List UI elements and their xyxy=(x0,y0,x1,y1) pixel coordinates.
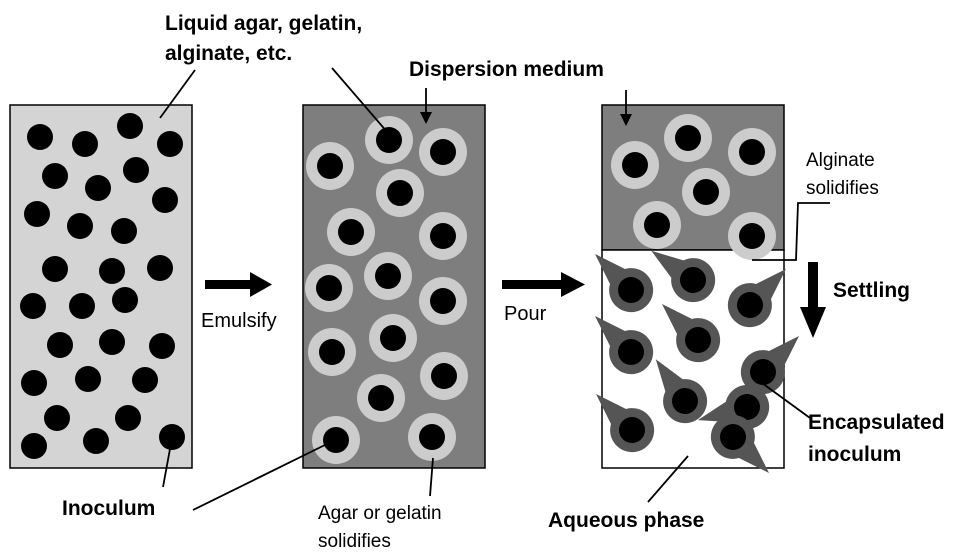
emulsify-arrow xyxy=(205,272,272,297)
agar-capsule xyxy=(419,277,467,325)
agar-label-line1: Agar or gelatin xyxy=(318,503,442,524)
inoculum-dot xyxy=(47,332,73,358)
liquid-label-line1: Liquid agar, gelatin, xyxy=(165,12,362,35)
inoculum-dot xyxy=(152,187,178,213)
alginate-label-line2: solidifies xyxy=(806,178,879,199)
inoculum-dot xyxy=(157,131,183,157)
agar-label-line2: solidifies xyxy=(318,531,391,552)
dispersion-medium-label: Dispersion medium xyxy=(409,58,604,81)
encapsulated-label-line1: Encapsulated xyxy=(808,411,945,434)
inoculum-dot xyxy=(42,256,68,282)
inoculum-dot xyxy=(83,428,109,454)
agar-capsule xyxy=(357,374,405,422)
pour-arrow xyxy=(502,272,585,297)
agar-capsule xyxy=(419,128,467,176)
inoculum-dot xyxy=(117,113,143,139)
inoculum-dot xyxy=(20,293,46,319)
settling-label: Settling xyxy=(833,279,910,302)
aqueous-phase-label: Aqueous phase xyxy=(548,509,704,532)
inoculum-dot xyxy=(115,405,141,431)
agar-capsule xyxy=(419,212,467,260)
liquid-label-line2: alginate, etc. xyxy=(165,42,292,65)
inoculum-dot xyxy=(99,329,125,355)
inoculum-dot xyxy=(24,201,50,227)
liquid-panel xyxy=(10,105,192,468)
inoculum-dot xyxy=(99,258,125,284)
agar-capsule xyxy=(364,252,412,300)
inoculum-dot xyxy=(132,367,158,393)
agar-capsule xyxy=(306,142,354,190)
agar-capsule xyxy=(420,352,468,400)
agar-capsule xyxy=(308,328,356,376)
inoculum-dot xyxy=(75,366,101,392)
inoculum-dot xyxy=(147,255,173,281)
alginate-capsule xyxy=(633,201,681,249)
inoculum-dot xyxy=(159,424,185,450)
inoculum-dot xyxy=(27,124,53,150)
inoculum-dot xyxy=(69,293,95,319)
alginate-capsule xyxy=(682,168,730,216)
agar-capsule xyxy=(312,416,360,464)
agar-capsule xyxy=(369,314,417,362)
inoculum-dot xyxy=(67,213,93,239)
inoculum-dot xyxy=(21,433,47,459)
agar-capsule xyxy=(408,413,456,461)
alginate-capsule xyxy=(728,128,776,176)
emulsify-label: Emulsify xyxy=(201,310,277,332)
inoculum-dot xyxy=(21,370,47,396)
inoculum-leader-2 xyxy=(193,441,333,510)
alginate-capsule xyxy=(664,114,712,162)
agar-capsule xyxy=(305,264,353,312)
alginate-label-line1: Alginate xyxy=(806,150,875,171)
inoculum-dot xyxy=(149,333,175,359)
agar-capsule xyxy=(327,208,375,256)
agar-capsule xyxy=(376,169,424,217)
inoculum-dot xyxy=(123,157,149,183)
settling-arrow xyxy=(800,262,826,338)
pour-label: Pour xyxy=(504,303,547,325)
inoculum-dot xyxy=(72,131,98,157)
inoculum-label: Inoculum xyxy=(62,497,155,520)
alginate-capsule xyxy=(728,212,776,260)
inoculum-dot xyxy=(42,163,68,189)
alginate-capsule xyxy=(611,141,659,189)
inoculum-dot xyxy=(111,218,137,244)
inoculum-dot xyxy=(44,405,70,431)
agar-capsule xyxy=(365,116,413,164)
encapsulated-label-line2: inoculum xyxy=(808,443,901,466)
inoculum-dot xyxy=(112,287,138,313)
inoculum-dot xyxy=(85,175,111,201)
